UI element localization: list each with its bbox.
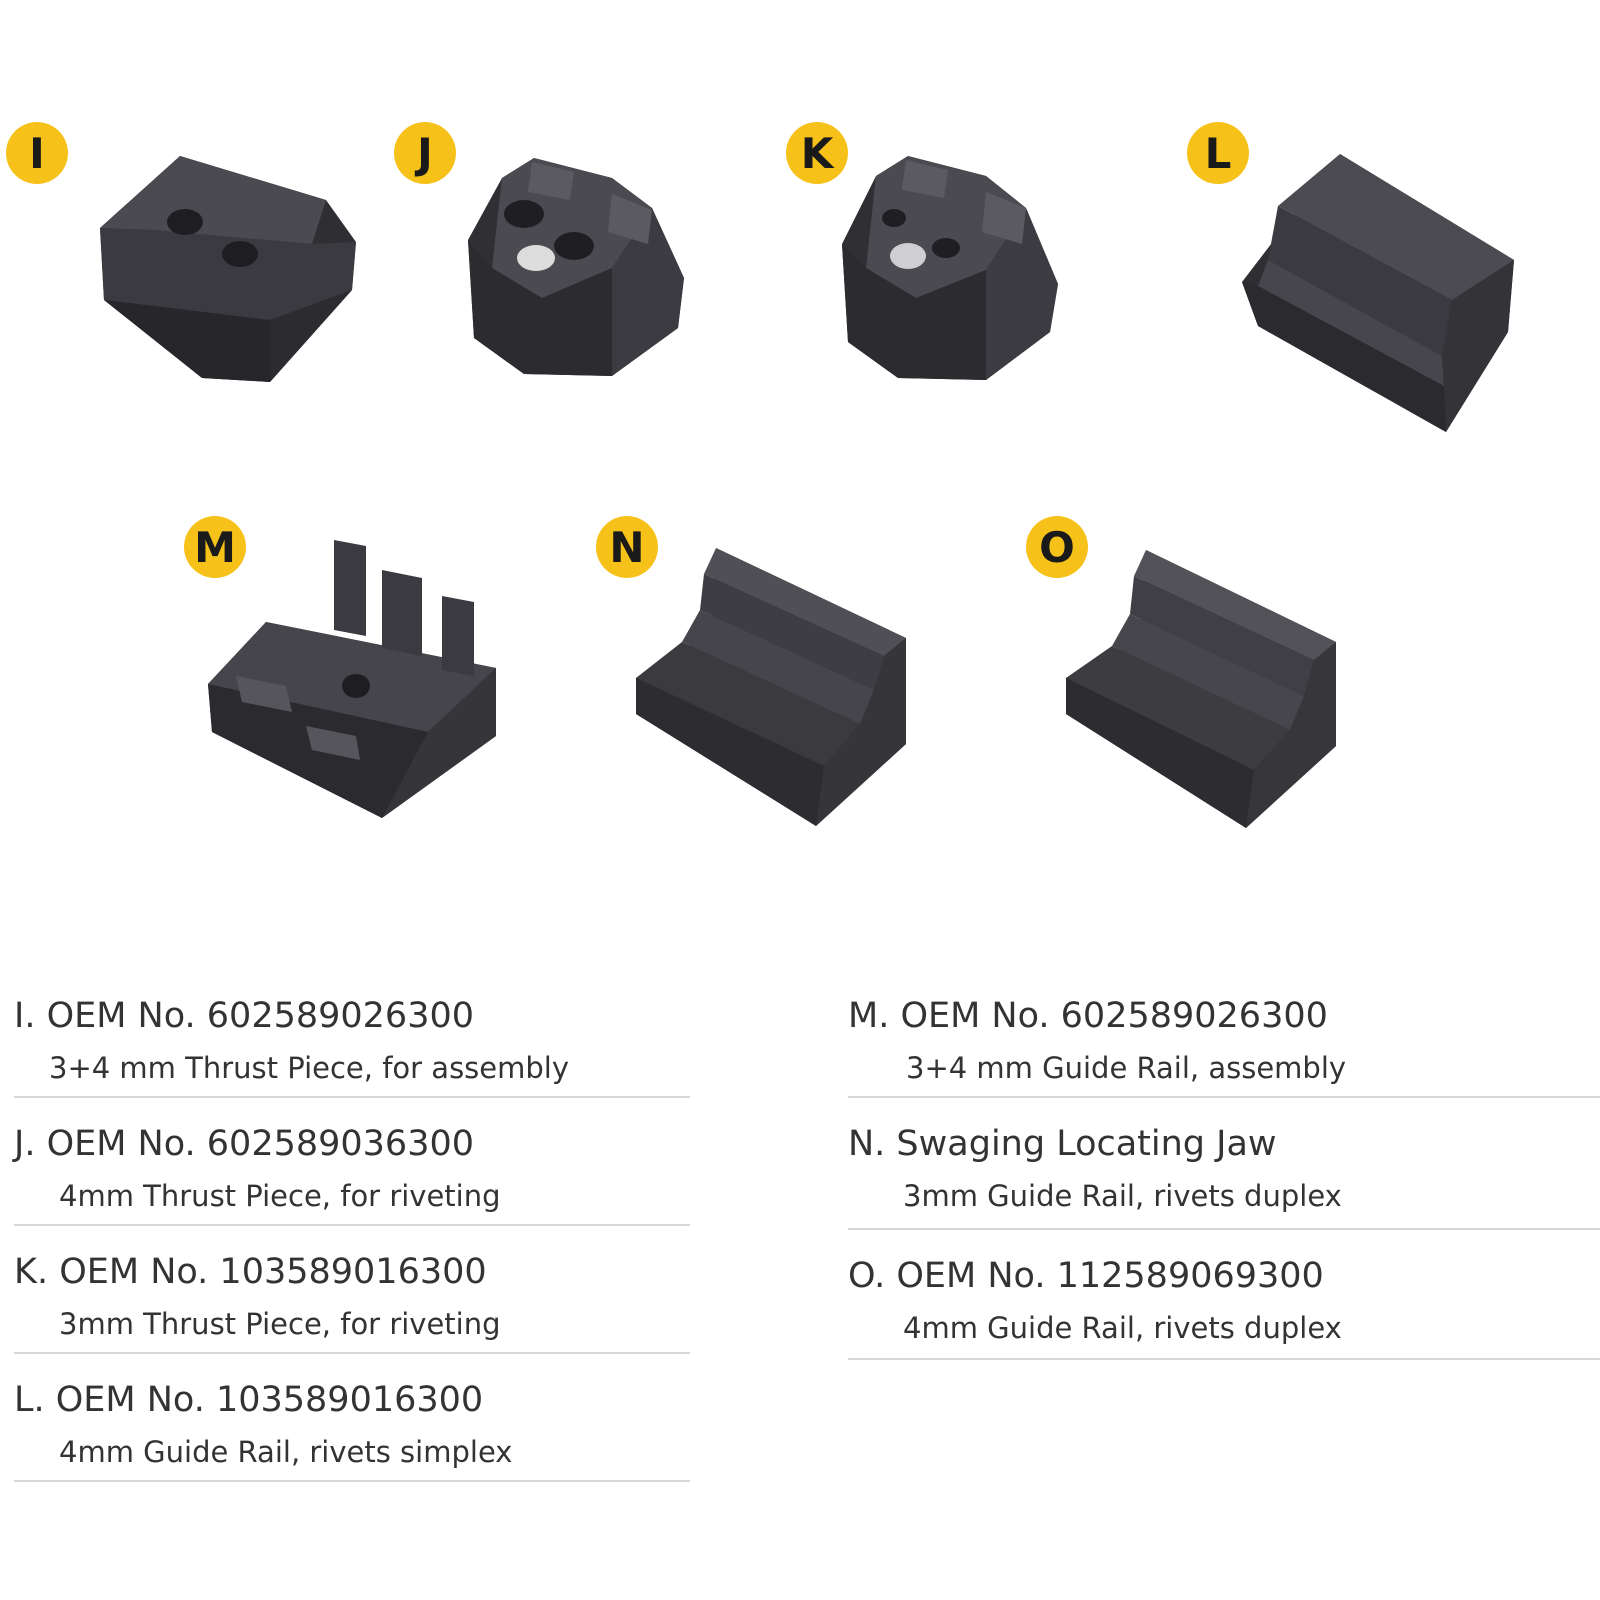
- item-m-title: M. OEM No. 602589026300: [848, 996, 1328, 1036]
- badge-l: L: [1187, 122, 1249, 184]
- badge-n: N: [596, 516, 658, 578]
- item-l-subtitle: 4mm Guide Rail, rivets simplex: [59, 1435, 513, 1469]
- item-m-subtitle: 3+4 mm Guide Rail, assembly: [906, 1051, 1347, 1085]
- item-k-title: K. OEM No. 103589016300: [14, 1252, 487, 1292]
- item-i-title: I. OEM No. 602589026300: [14, 996, 475, 1036]
- item-k-subtitle: 3mm Thrust Piece, for riveting: [59, 1307, 501, 1341]
- item-l-title: L. OEM No. 103589016300: [14, 1380, 484, 1420]
- item-n-subtitle: 3mm Guide Rail, rivets duplex: [903, 1179, 1342, 1213]
- part-m-image: [196, 536, 506, 826]
- part-j-image: [462, 148, 702, 388]
- item-k: K. OEM No. 103589016300 3mm Thrust Piece…: [14, 1252, 690, 1354]
- badge-m: M: [184, 516, 246, 578]
- badge-k: K: [786, 122, 848, 184]
- badge-i: I: [6, 122, 68, 184]
- item-o-subtitle: 4mm Guide Rail, rivets duplex: [903, 1311, 1342, 1345]
- part-o-image: [1060, 546, 1350, 836]
- part-i-image: [90, 150, 360, 390]
- item-i-subtitle: 3+4 mm Thrust Piece, for assembly: [49, 1051, 570, 1085]
- badge-j: J: [394, 122, 456, 184]
- part-l-image: [1232, 150, 1522, 440]
- part-k-image: [836, 152, 1076, 392]
- item-j-subtitle: 4mm Thrust Piece, for riveting: [59, 1179, 501, 1213]
- item-n: N. Swaging Locating Jaw 3mm Guide Rail, …: [848, 1124, 1600, 1230]
- part-n-image: [630, 544, 920, 834]
- item-m: M. OEM No. 602589026300 3+4 mm Guide Rai…: [848, 996, 1600, 1098]
- item-l: L. OEM No. 103589016300 4mm Guide Rail, …: [14, 1380, 690, 1482]
- item-j-title: J. OEM No. 602589036300: [14, 1124, 475, 1164]
- item-o-title: O. OEM No. 112589069300: [848, 1256, 1324, 1296]
- item-n-title: N. Swaging Locating Jaw: [848, 1124, 1277, 1164]
- item-o: O. OEM No. 112589069300 4mm Guide Rail, …: [848, 1256, 1600, 1360]
- item-i: I. OEM No. 602589026300 3+4 mm Thrust Pi…: [14, 996, 690, 1098]
- item-j: J. OEM No. 602589036300 4mm Thrust Piece…: [14, 1124, 690, 1226]
- badge-o: O: [1026, 516, 1088, 578]
